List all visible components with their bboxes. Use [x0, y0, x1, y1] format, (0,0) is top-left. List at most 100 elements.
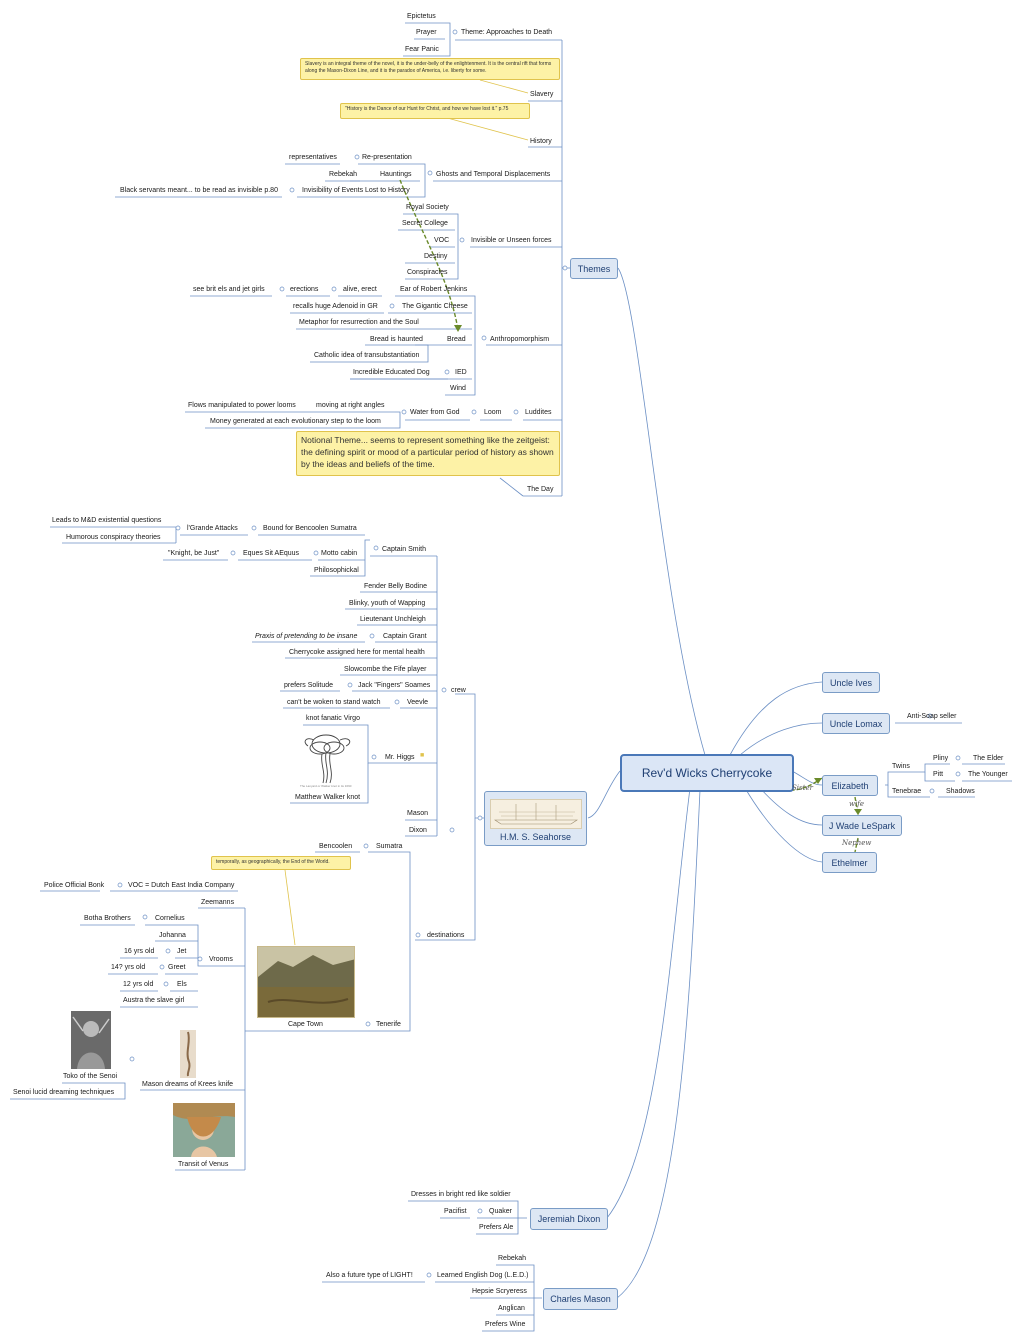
- metaphor-resurrection[interactable]: Metaphor for resurrection and the Soul: [299, 319, 419, 326]
- blinky[interactable]: Blinky, youth of Wapping: [349, 600, 426, 607]
- the-day-note[interactable]: Notional Theme... seems to represent som…: [296, 431, 560, 476]
- secret-college[interactable]: Secret College: [402, 220, 448, 227]
- tenerife-note[interactable]: temporally, as geographically, the End o…: [211, 856, 351, 870]
- destiny[interactable]: Destiny: [424, 253, 448, 260]
- note-icon[interactable]: ■: [420, 752, 425, 759]
- invisible-or-unseen-forces[interactable]: Invisible or Unseen forces: [471, 237, 552, 244]
- police-official-bonk[interactable]: Police Official Bonk: [44, 882, 105, 889]
- the-younger[interactable]: The Younger: [968, 771, 1008, 778]
- luddites[interactable]: Luddites: [525, 409, 552, 416]
- hepsie-scryeress[interactable]: Hepsie Scryeress: [472, 1288, 527, 1295]
- matthew-walker-knot[interactable]: Matthew Walker knot: [295, 794, 361, 801]
- root-node[interactable]: Rev'd Wicks Cherrycoke: [620, 754, 794, 792]
- destinations[interactable]: destinations: [427, 932, 465, 939]
- branch-jeremiah[interactable]: Jeremiah Dixon: [530, 1208, 608, 1230]
- bread[interactable]: Bread: [447, 336, 466, 343]
- re-presentation[interactable]: Re-presentation: [362, 154, 412, 161]
- slavery-note[interactable]: Slavery is an integral theme of the nove…: [300, 58, 560, 80]
- ghosts-and-temporal-displacements[interactable]: Ghosts and Temporal Displacements: [436, 171, 551, 178]
- see-brit-els[interactable]: see brit els and jet girls: [193, 286, 265, 293]
- right-angles[interactable]: moving at right angles: [316, 402, 385, 409]
- philosophickal[interactable]: Philosophickal: [314, 567, 359, 574]
- austra[interactable]: Austra the slave girl: [123, 997, 185, 1004]
- knot-fanatic-virgo[interactable]: knot fanatic Virgo: [306, 715, 360, 722]
- branch-themes[interactable]: Themes: [570, 258, 618, 279]
- praxis-insane[interactable]: Praxis of pretending to be insane: [255, 633, 358, 640]
- black-servants[interactable]: Black servants meant... to be read as in…: [120, 187, 278, 194]
- hauntings[interactable]: Hauntings: [380, 171, 412, 178]
- anglican[interactable]: Anglican: [498, 1305, 525, 1312]
- representatives[interactable]: representatives: [289, 154, 337, 161]
- crew-dixon[interactable]: Dixon: [409, 827, 427, 834]
- zeemanns[interactable]: Zeemanns: [201, 899, 235, 906]
- jet[interactable]: Jet: [177, 948, 187, 955]
- branch-j-wade-lespark[interactable]: J Wade LeSpark: [822, 815, 902, 836]
- voc[interactable]: VOC: [434, 237, 450, 244]
- the-elder[interactable]: The Elder: [973, 755, 1004, 762]
- branch-ethelmer[interactable]: Ethelmer: [822, 852, 877, 873]
- incredible-educated-dog[interactable]: Incredible Educated Dog: [353, 369, 430, 376]
- anthropomorphism[interactable]: Anthropomorphism: [490, 336, 550, 343]
- jet-age[interactable]: 16 yrs old: [124, 948, 155, 955]
- gigantic-cheese[interactable]: The Gigantic Cheese: [402, 303, 468, 310]
- branch-charles-mason[interactable]: Charles Mason: [543, 1288, 618, 1310]
- twins[interactable]: Twins: [892, 763, 910, 770]
- senoi-lucid-dreaming[interactable]: Senoi lucid dreaming techniques: [13, 1089, 115, 1096]
- future-light[interactable]: Also a future type of LIGHT!: [326, 1272, 413, 1279]
- toko-of-the-senoi[interactable]: Toko of the Senoi: [63, 1073, 118, 1080]
- knight-be-just[interactable]: "Knight, be Just": [168, 550, 220, 557]
- bread-is-haunted[interactable]: Bread is haunted: [370, 336, 423, 343]
- botha-brothers[interactable]: Botha Brothers: [84, 915, 131, 922]
- branch-seahorse[interactable]: H.M. S. Seahorse: [484, 791, 587, 846]
- eques-sit-aequus[interactable]: Eques Sit AEquus: [243, 550, 300, 557]
- invisibility-of-events[interactable]: Invisibility of Events Lost to History: [302, 187, 410, 194]
- history-note[interactable]: "History is the Dance of our Hunt for Ch…: [340, 103, 530, 119]
- crew[interactable]: crew: [451, 687, 466, 694]
- conspiracies[interactable]: Conspiracies: [407, 269, 448, 276]
- prayer[interactable]: Prayer: [416, 29, 437, 36]
- transit-of-venus[interactable]: Transit of Venus: [178, 1161, 229, 1168]
- prefers-wine[interactable]: Prefers Wine: [485, 1321, 526, 1328]
- pliny[interactable]: Pliny: [933, 755, 949, 762]
- branch-uncle-ives[interactable]: Uncle Ives: [822, 672, 880, 693]
- prefers-ale[interactable]: Prefers Ale: [479, 1224, 514, 1231]
- pacifist[interactable]: Pacifist: [444, 1208, 467, 1215]
- epictetus[interactable]: Epictetus: [407, 13, 436, 20]
- history[interactable]: History: [530, 138, 552, 145]
- humorous-conspiracy[interactable]: Humorous conspiracy theories: [66, 534, 161, 541]
- catholic-transubstantiation[interactable]: Catholic idea of transubstantiation: [314, 352, 420, 359]
- mr-higgs[interactable]: Mr. Higgs: [385, 754, 415, 761]
- captain-smith[interactable]: Captain Smith: [382, 546, 426, 553]
- flows-looms[interactable]: Flows manipulated to power looms: [188, 402, 296, 409]
- sumatra[interactable]: Sumatra: [376, 843, 403, 850]
- money-generated[interactable]: Money generated at each evolutionary ste…: [210, 418, 381, 425]
- johanna[interactable]: Johanna: [159, 932, 186, 939]
- voc-dutch-east-india[interactable]: VOC = Dutch East India Company: [128, 882, 235, 889]
- greet[interactable]: Greet: [168, 964, 186, 971]
- quaker[interactable]: Quaker: [489, 1208, 512, 1215]
- captain-grant[interactable]: Captain Grant: [383, 633, 427, 640]
- veevle[interactable]: Veevle: [407, 699, 429, 706]
- fear-panic[interactable]: Fear Panic: [405, 46, 439, 53]
- tenebrae[interactable]: Tenebrae: [892, 788, 922, 795]
- dresses-bright-red[interactable]: Dresses in bright red like soldier: [411, 1191, 511, 1198]
- jack-fingers-soames[interactable]: Jack "Fingers" Soames: [358, 682, 431, 689]
- royal-society[interactable]: Royal Society: [406, 204, 449, 211]
- rebekah[interactable]: Rebekah: [329, 171, 358, 178]
- wind[interactable]: Wind: [450, 385, 466, 392]
- fender-belly-bodine[interactable]: Fender Belly Bodine: [364, 583, 428, 590]
- cornelius[interactable]: Cornelius: [155, 915, 185, 922]
- prefers-solitude[interactable]: prefers Solitude: [284, 682, 334, 689]
- els[interactable]: Els: [177, 981, 187, 988]
- anti-soap-seller[interactable]: Anti-Soap seller: [907, 713, 957, 720]
- slowcombe[interactable]: Slowcombe the Fife player: [344, 666, 427, 673]
- crew-mason[interactable]: Mason: [407, 810, 429, 817]
- cherrycoke-mental-health[interactable]: Cherrycoke assigned here for mental heal…: [289, 649, 425, 656]
- the-day[interactable]: The Day: [527, 486, 554, 493]
- cant-be-woken[interactable]: can't be woken to stand watch: [287, 699, 381, 706]
- erections[interactable]: erections: [290, 286, 319, 293]
- ied[interactable]: IED: [455, 369, 467, 376]
- water-from-god[interactable]: Water from God: [410, 409, 460, 416]
- branch-uncle-lomax[interactable]: Uncle Lomax: [822, 713, 890, 734]
- ear-of-robert-jenkins[interactable]: Ear of Robert Jenkins: [400, 286, 468, 293]
